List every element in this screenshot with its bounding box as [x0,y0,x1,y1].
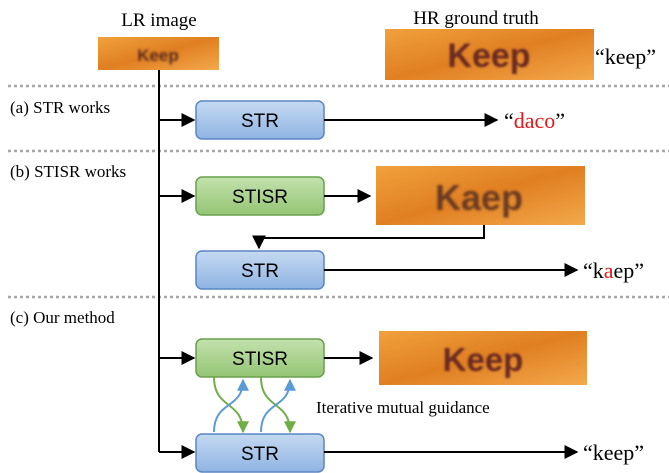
arrow-sr-b-to-str-b [252,225,485,250]
str-block-b: STR [195,250,325,290]
sr-image-b: Kaep [376,166,585,225]
hr-image-text: Keep [447,37,530,75]
stisr-block-b: STISR [195,176,325,216]
sr-image-c: Keep [379,331,587,385]
lr-image-text: Keep [137,46,179,65]
output-a-wrong: daco [514,108,556,133]
hr-output-text: “keep” [595,44,656,69]
sr-image-b-text: Kaep [435,177,523,218]
str-block-a: STR [195,100,325,140]
output-a: “daco” [504,108,565,133]
output-c: “keep” [583,440,644,465]
section-a-label: (a) STR works [10,98,110,117]
hr-image: Keep [385,29,594,80]
str-block-b-label: STR [241,261,279,282]
lr-image: Keep [98,37,219,70]
stisr-block-c-label: STISR [232,349,288,370]
section-b-label: (b) STISR works [10,162,126,181]
str-block-c: STR [195,433,325,473]
lr-image-label: LR image [121,10,196,31]
guidance-arrow-blue-2 [260,378,296,433]
str-block-a-label: STR [241,111,279,132]
output-b: “kaep” [583,258,644,283]
mutual-guidance-arrows [213,376,296,434]
output-b-wrong: a [604,258,614,283]
sr-image-c-text: Keep [443,341,524,378]
annotation-mutual-guidance: Iterative mutual guidance [316,398,490,417]
hr-ground-truth-label: HR ground truth [413,8,539,29]
stisr-block-c: STISR [195,338,325,378]
str-block-c-label: STR [241,444,279,465]
stisr-block-b-label: STISR [232,187,288,208]
section-c-label: (c) Our method [10,308,115,327]
guidance-arrow-blue-1 [213,378,249,433]
